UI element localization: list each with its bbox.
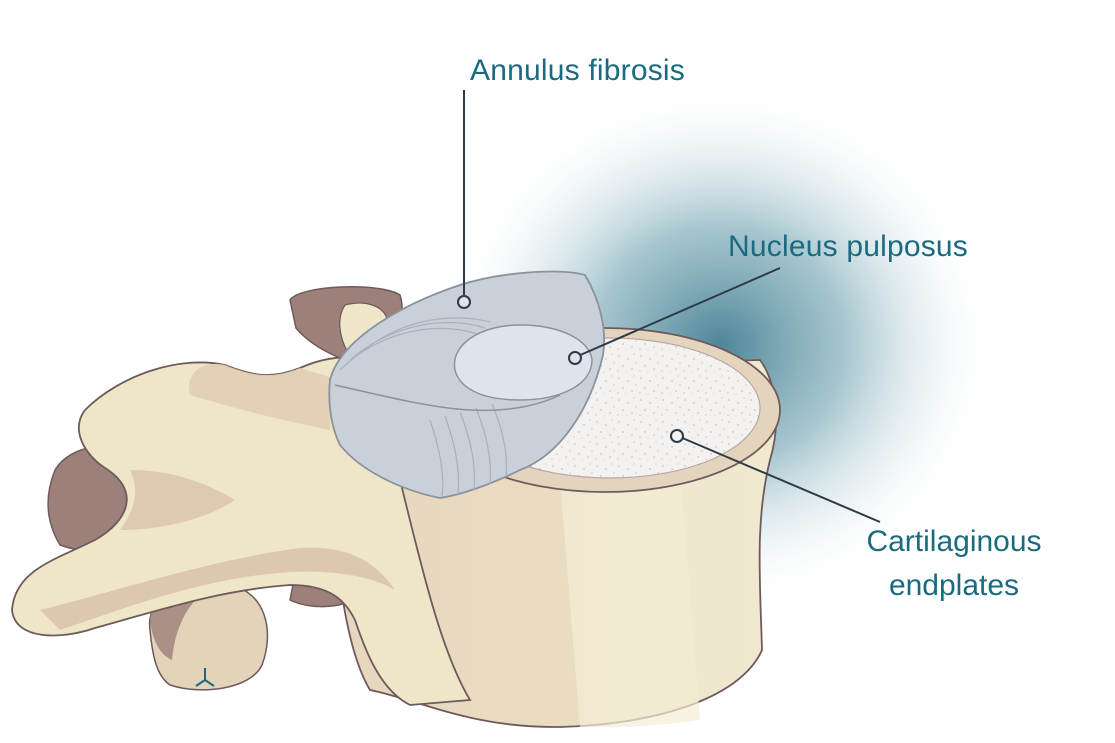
nucleus-leader-line [577,267,781,357]
annulus-lamellae-2 [349,321,486,361]
lamina-shade [120,470,235,530]
mark-icon [195,668,215,687]
cartilaginous-endplates-line1: Cartilaginous [866,525,1042,558]
annulus-cut-edge [334,384,561,412]
process-underside-shade [40,547,395,630]
annulus-lamellae-6 [459,411,476,491]
cartilaginous-endplates-label: Cartilaginous endplates [846,520,1062,608]
annulus-lamellae-4 [429,419,444,498]
cartilaginous-endplates-line2: endplates [888,569,1020,602]
annulus-lamellae-7 [475,407,492,485]
annulus-fibrosis-label: Annulus fibrosis [470,54,685,87]
annulus-lamellae-5 [444,415,460,495]
annulus-lamellae-3 [361,317,491,353]
body-highlight [560,470,700,728]
annulus-lamellae-8 [491,403,508,478]
nucleus-pulposus-label: Nucleus pulposus [728,230,969,263]
nucleus-pulposus [453,324,593,401]
transverse-process-shade [189,364,340,430]
annulus-lamellae-1 [339,327,481,371]
nucleus-marker [568,351,582,365]
annulus-marker [457,295,471,309]
endplate-leader-line [679,436,881,523]
endplate-marker [670,429,684,443]
